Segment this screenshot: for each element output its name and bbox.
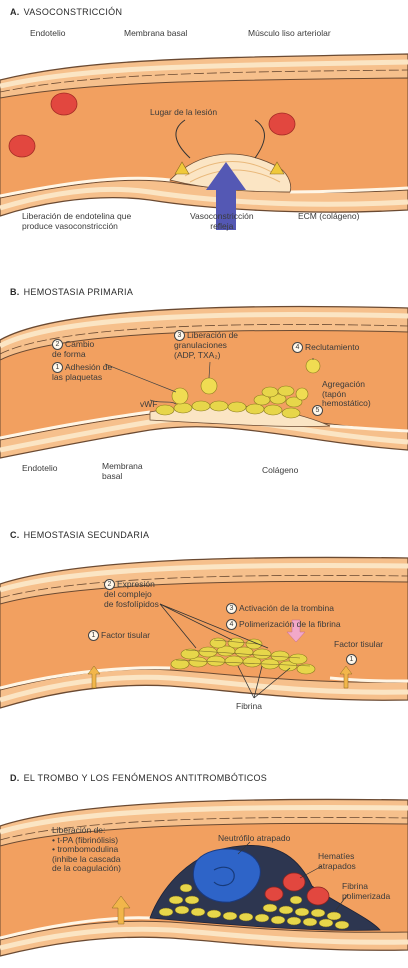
step-4-badge: 4 xyxy=(292,342,303,353)
panel-a-vessel xyxy=(0,40,408,230)
panel-c-title: HEMOSTASIA SECUNDARIA xyxy=(24,530,150,540)
step-5-badge: 5 xyxy=(312,405,323,416)
step-c4-badge: 4 xyxy=(226,619,237,630)
panel-d-key: D. xyxy=(10,773,20,783)
label-a-endotelio: Endotelio xyxy=(30,29,65,39)
label-c-polim-text: Polimerización de la fibrina xyxy=(239,619,341,629)
label-b-colageno: Colágeno xyxy=(262,466,298,476)
rbc-3 xyxy=(269,113,295,135)
label-a-lugar: Lugar de la lesión xyxy=(150,108,217,118)
panel-c-heading: C. HEMOSTASIA SECUNDARIA xyxy=(10,530,149,540)
rbc-2 xyxy=(9,135,35,157)
label-a-membrana: Membrana basal xyxy=(124,29,187,39)
trapped-rbc-3 xyxy=(265,887,283,901)
panel-c-key: C. xyxy=(10,530,20,540)
panel-a-key: A. xyxy=(10,7,20,17)
panel-d-heading: D. EL TROMBO Y LOS FENÓMENOS ANTITROMBÓTI… xyxy=(10,773,267,783)
label-a-ecm: ECM (colágeno) xyxy=(298,212,359,222)
label-d-hematies: Hematíes atrapados xyxy=(318,852,356,871)
label-b-step5: 5 xyxy=(312,405,325,416)
panel-b-title: HEMOSTASIA PRIMARIA xyxy=(24,287,134,297)
trapped-rbc-1 xyxy=(283,873,305,891)
panel-d-vessel xyxy=(0,790,408,960)
step-c1b-badge: 1 xyxy=(346,654,357,665)
panel-a-title: VASOCONSTRICCIÓN xyxy=(24,7,123,17)
label-b-reclut-text: Reclutamiento xyxy=(305,342,359,352)
label-d-neutrofilo: Neutrófilo atrapado xyxy=(218,834,290,844)
label-a-musculo: Músculo liso arteriolar xyxy=(248,29,331,39)
panel-c-vessel xyxy=(0,548,408,718)
panel-b-key: B. xyxy=(10,287,20,297)
label-c-step1b: 1 xyxy=(346,654,359,665)
step-c1a-badge: 1 xyxy=(88,630,99,641)
step-c3-badge: 3 xyxy=(226,603,237,614)
label-a-vasoconstriccion: Vasoconstricción refleja xyxy=(190,212,254,231)
label-c-activ-text: Activación de la trombina xyxy=(239,603,334,613)
label-d-liberacion: Liberación de: • t-PA (fibrinólisis) • t… xyxy=(52,826,121,874)
label-c-factor-right: Factor tisular xyxy=(334,640,383,650)
rbc-1 xyxy=(51,93,77,115)
panel-d-title: EL TROMBO Y LOS FENÓMENOS ANTITROMBÓTICO… xyxy=(24,773,268,783)
panel-a-heading: A. VASOCONSTRICCIÓN xyxy=(10,7,122,17)
label-c-fibrina: Fibrina xyxy=(236,702,262,712)
label-b-vwf: vWF xyxy=(140,400,157,410)
label-a-liberacion: Liberación de endotelina que produce vas… xyxy=(22,212,131,231)
label-d-fibrina: Fibrina polimerizada xyxy=(342,882,390,901)
label-b-endotelio: Endotelio xyxy=(22,464,57,474)
label-c-factor-left-text: Factor tisular xyxy=(101,630,150,640)
panel-b-heading: B. HEMOSTASIA PRIMARIA xyxy=(10,287,133,297)
label-b-membrana: Membrana basal xyxy=(102,462,143,481)
label-b-agreg: Agregación (tapón hemostático) xyxy=(322,380,371,409)
trapped-rbc-2 xyxy=(307,887,329,905)
